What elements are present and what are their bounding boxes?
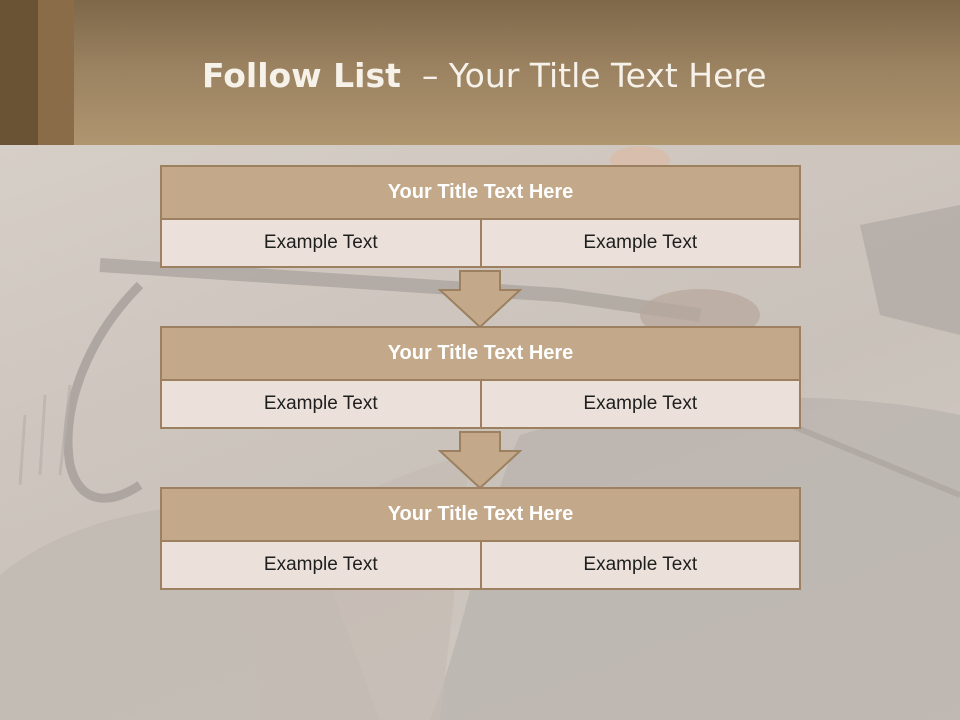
block-cell-left: Example Text — [160, 379, 482, 429]
header-accent-strip-light — [38, 0, 74, 145]
block-title: Your Title Text Here — [160, 487, 801, 542]
title-bar: Follow List – Your Title Text Here — [0, 0, 960, 145]
flow-block-2: Your Title Text Here Example Text Exampl… — [160, 326, 801, 429]
slide-title-bold: Follow List — [202, 56, 401, 95]
block-cell-left: Example Text — [160, 540, 482, 590]
header-accent-strip — [0, 0, 38, 145]
block-cell-right: Example Text — [479, 540, 801, 590]
block-cell-left: Example Text — [160, 218, 482, 268]
down-arrow-icon — [438, 431, 522, 489]
block-row: Example Text Example Text — [160, 540, 801, 590]
down-arrow-icon — [438, 270, 522, 328]
block-title: Your Title Text Here — [160, 326, 801, 381]
block-row: Example Text Example Text — [160, 218, 801, 268]
slide-title: Follow List – Your Title Text Here — [202, 56, 767, 95]
block-title: Your Title Text Here — [160, 165, 801, 220]
flow-block-1: Your Title Text Here Example Text Exampl… — [160, 165, 801, 268]
block-cell-right: Example Text — [479, 379, 801, 429]
block-cell-right: Example Text — [479, 218, 801, 268]
flow-block-3: Your Title Text Here Example Text Exampl… — [160, 487, 801, 590]
slide-title-rest: – Your Title Text Here — [421, 56, 767, 95]
block-row: Example Text Example Text — [160, 379, 801, 429]
